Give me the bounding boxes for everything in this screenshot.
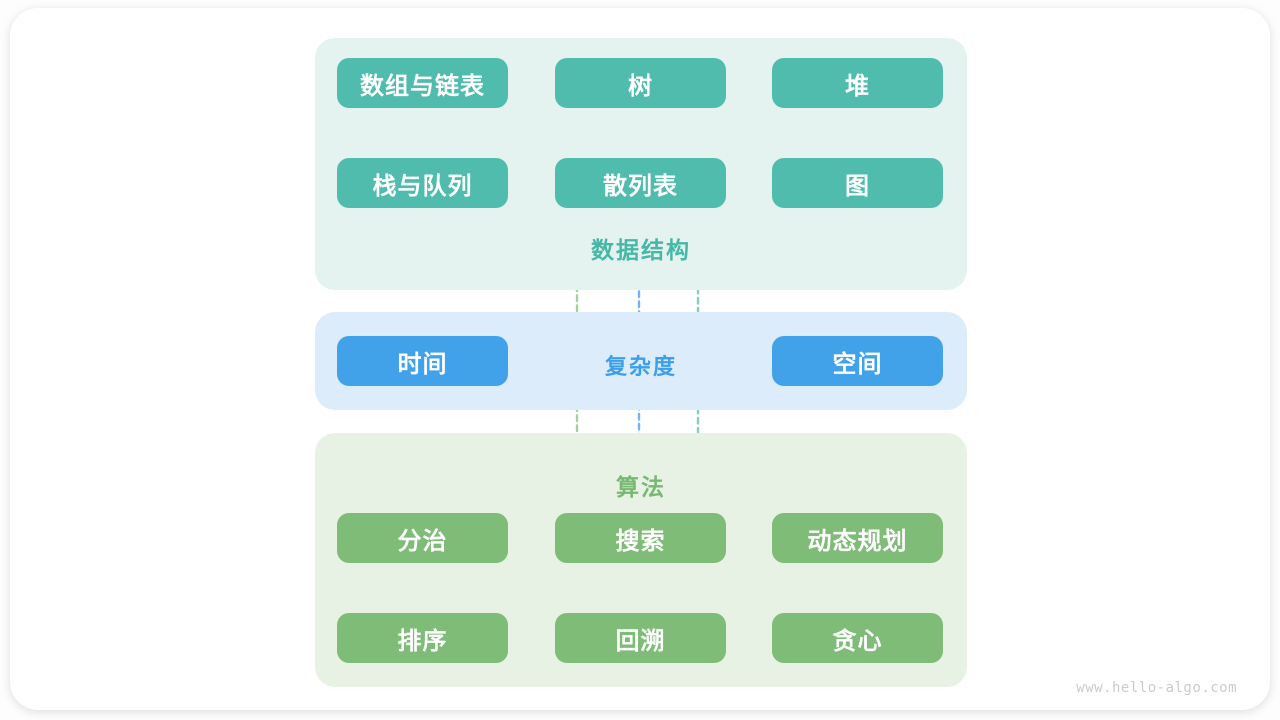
node-dynamic-programming: 动态规划 [772,513,943,563]
node-space: 空间 [772,336,943,386]
label-algorithms: 算法 [616,474,666,500]
node-time: 时间 [337,336,508,386]
node-hash-table: 散列表 [555,158,726,208]
node-divide-conquer: 分治 [337,513,508,563]
site-watermark: www.hello-algo.com [1076,680,1237,696]
node-backtracking: 回溯 [555,613,726,663]
node-greedy: 贪心 [772,613,943,663]
node-sorting: 排序 [337,613,508,663]
node-stack-queue: 栈与队列 [337,158,508,208]
node-arrays-linked-list: 数组与链表 [337,58,508,108]
label-data-structures: 数据结构 [591,237,691,263]
node-heap: 堆 [772,58,943,108]
node-search: 搜索 [555,513,726,563]
node-graph: 图 [772,158,943,208]
node-tree: 树 [555,58,726,108]
label-complexity: 复杂度 [604,354,677,379]
